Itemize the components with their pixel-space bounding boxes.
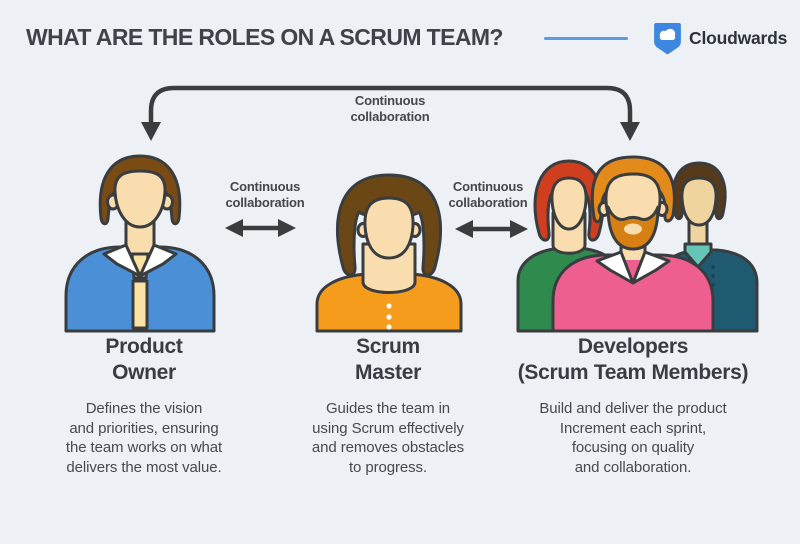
dev-right-hair xyxy=(671,161,727,221)
role-card-developers: Developers (Scrum Team Members) Build an… xyxy=(500,334,766,477)
page-title: WHAT ARE THE ROLES ON A SCRUM TEAM? xyxy=(26,24,503,50)
dev-right-face xyxy=(680,176,718,227)
role-name: Product Owner xyxy=(105,335,183,384)
left-collab-label-line1: Continuous xyxy=(229,179,301,194)
role-card-scrum-master: Scrum Master Guides the team in using Sc… xyxy=(278,334,498,477)
top-bracket-arrowhead-right xyxy=(620,122,640,141)
desc-line: and removes obstacles xyxy=(311,439,465,456)
desc-line: delivers the most value. xyxy=(66,458,222,476)
right-collab-label-line2: collaboration xyxy=(448,194,528,210)
right-double-arrow xyxy=(455,220,528,238)
cloudwards-shield-icon xyxy=(654,23,681,55)
po-tie-strip xyxy=(131,279,149,330)
top-collab-label-line1: Continuous xyxy=(354,93,426,108)
left-collab-label: Continuous collaboration xyxy=(185,179,345,210)
developers-figure xyxy=(516,155,759,333)
top-bracket-arrow xyxy=(148,85,633,124)
desc-line: and priorities, ensuring xyxy=(69,419,219,437)
top-bracket-arrowhead-left xyxy=(141,122,161,141)
po-hair xyxy=(98,154,182,226)
top-collab-label: Continuous collaboration xyxy=(310,93,470,124)
sm-hair xyxy=(336,173,442,277)
scrum-master-figure xyxy=(315,173,463,333)
cloudwards-logo: Cloudwards xyxy=(653,22,787,55)
desc-line: Guides the team in xyxy=(325,400,451,417)
header-divider xyxy=(544,37,628,40)
desc-line: using Scrum effectively xyxy=(312,419,464,437)
sm-chest xyxy=(361,242,417,294)
desc-line: Defines the vision xyxy=(85,400,203,417)
desc-line: the team works on what xyxy=(65,439,223,456)
dev-man-body xyxy=(551,253,715,333)
left-collab-label-line2: collaboration xyxy=(225,194,305,210)
product-owner-figure xyxy=(64,154,216,333)
right-collab-label: Continuous collaboration xyxy=(408,179,568,210)
desc-line: focusing on quality xyxy=(571,439,695,456)
sm-face xyxy=(363,196,415,260)
desc-line: Increment each sprint, xyxy=(559,419,707,437)
role-name: Developers (Scrum Team Members) xyxy=(517,335,749,384)
po-collar-right xyxy=(138,243,178,278)
desc-line: Build and deliver the product xyxy=(539,400,727,417)
left-double-arrow xyxy=(225,219,296,237)
desc-line: and collaboration. xyxy=(574,458,692,476)
brand-name: Cloudwards xyxy=(689,28,788,48)
dev-woman-hair xyxy=(533,159,605,242)
role-description: Defines the vision and priorities, ensur… xyxy=(34,399,254,477)
role-description: Build and deliver the product Increment … xyxy=(500,399,766,477)
po-face xyxy=(113,169,167,229)
role-card-product-owner: Product Owner Defines the vision and pri… xyxy=(34,334,254,477)
dev-man-collar-right xyxy=(631,250,671,285)
role-description: Guides the team in using Scrum effective… xyxy=(278,399,498,477)
dev-woman-face xyxy=(550,176,588,231)
right-collab-label-line1: Continuous xyxy=(452,179,524,194)
desc-line: to progress. xyxy=(348,458,427,476)
top-collab-label-line2: collaboration xyxy=(350,108,430,124)
role-name: Scrum Master xyxy=(355,335,421,384)
